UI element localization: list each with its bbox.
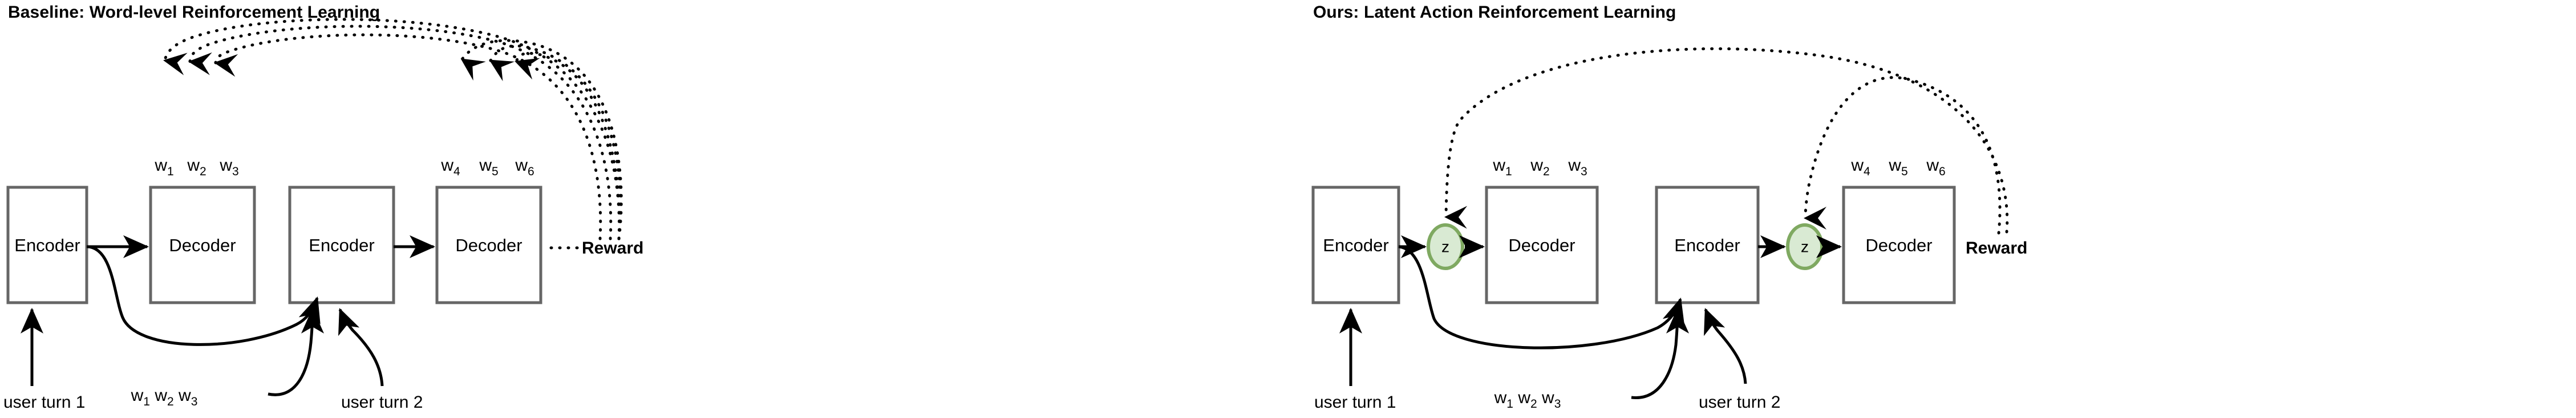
word-w2-sub: 2 (1530, 397, 1537, 411)
word-w1: w (131, 386, 144, 405)
svg-text:w3: w3 (1568, 156, 1587, 178)
out-word-w3-sub: 3 (1581, 165, 1587, 178)
out-word-w2-sub: 2 (1543, 165, 1550, 178)
block-encoder-2: Encoder (1655, 186, 1760, 304)
svg-text:w2: w2 (187, 156, 206, 178)
panel-baseline: Baseline: Word-level Reinforcement Learn… (3, 3, 643, 412)
out-word-w6: w (515, 156, 528, 175)
svg-text:w1: w1 (1492, 156, 1512, 178)
out-word-w5: w (479, 156, 492, 175)
feedback-words-turn1: w1 w2 w3 (1494, 388, 1561, 411)
out-word-w6-sub: 6 (528, 165, 534, 178)
block-label: Decoder (455, 235, 522, 255)
out-word-w2-sub: 2 (200, 165, 206, 178)
block-latent-1: z (1427, 223, 1464, 270)
svg-text:w1 w2 w3: w1 w2 w3 (1494, 388, 1561, 411)
arrow-state-encoder1-to-encoder2 (1398, 245, 1685, 349)
word-w2-sub: 2 (167, 395, 174, 408)
latent-label: z (1801, 238, 1809, 255)
block-encoder-1: Encoder (1311, 186, 1400, 304)
block-encoder-2: Encoder (288, 186, 395, 304)
output-words-turn2: w4 w5 w6 (1850, 156, 1945, 178)
latent-label: z (1441, 238, 1449, 255)
svg-text:w2: w2 (1530, 156, 1549, 178)
dotted-reward-to-latent1 (1444, 47, 2009, 234)
out-word-w5-sub: 5 (492, 165, 499, 178)
out-word-w1-sub: 1 (1505, 165, 1512, 178)
block-label: Decoder (1508, 235, 1575, 255)
svg-text:w1 w2 w3: w1 w2 w3 (131, 386, 198, 408)
feedback-words-turn1: w1 w2 w3 (131, 386, 198, 408)
input-label-user-turn-1: user turn 1 (3, 393, 85, 412)
word-w1: w (1494, 388, 1507, 407)
word-w3: w (1541, 388, 1554, 407)
out-word-w3: w (219, 156, 232, 175)
out-word-w4-sub: 4 (453, 165, 460, 178)
block-decoder-2: Decoder (1842, 186, 1956, 304)
ours-diagram-svg: Encoder z Decoder Encoder z Decoder (1311, 47, 2027, 412)
out-word-w3-sub: 3 (232, 165, 239, 178)
svg-text:w5: w5 (1888, 156, 1907, 178)
block-label: Decoder (1865, 235, 1932, 255)
word-w1-sub: 1 (143, 395, 150, 408)
word-w3-sub: 3 (1554, 397, 1561, 411)
panel-title-ours: Ours: Latent Action Reinforcement Learni… (1313, 3, 1676, 22)
dotted-reward-to-w5 (489, 45, 622, 240)
arrow-words-to-encoder2 (1631, 307, 1689, 399)
reward-label: Reward (1966, 239, 2027, 258)
svg-text:w6: w6 (515, 156, 534, 178)
out-word-w1: w (1492, 156, 1505, 175)
block-encoder-1: Encoder (6, 186, 88, 304)
svg-text:w6: w6 (1926, 156, 1945, 178)
input-label-user-turn-1: user turn 1 (1314, 393, 1396, 412)
word-w2: w (154, 386, 167, 405)
out-word-w4-sub: 4 (1864, 165, 1870, 178)
arrow-userturn2-to-encoder2 (1704, 308, 1747, 384)
block-label: Encoder (1674, 235, 1740, 255)
arrow-words-to-encoder2 (268, 307, 324, 396)
out-word-w4: w (440, 156, 453, 175)
word-w1-sub: 1 (1506, 397, 1513, 411)
word-w2: w (1517, 388, 1530, 407)
out-word-w5: w (1888, 156, 1901, 175)
block-label: Encoder (1323, 235, 1388, 255)
dotted-reward-to-w3 (214, 33, 602, 240)
baseline-diagram-svg: Encoder Decoder Encoder Decoder user tur… (3, 18, 643, 412)
word-w3-sub: 3 (191, 395, 198, 408)
block-decoder-1: Decoder (149, 186, 256, 304)
input-label-user-turn-2: user turn 2 (341, 393, 423, 412)
svg-text:w5: w5 (479, 156, 498, 178)
out-word-w1: w (154, 156, 167, 175)
out-word-w1-sub: 1 (167, 165, 174, 178)
block-label: Decoder (169, 235, 236, 255)
dotted-reward-to-w4 (460, 39, 623, 240)
out-word-w6: w (1926, 156, 1939, 175)
output-words-turn2: w4 w5 w6 (440, 156, 534, 178)
out-word-w2: w (187, 156, 200, 175)
block-decoder-2: Decoder (435, 186, 542, 304)
block-label: Encoder (309, 235, 374, 255)
block-label: Encoder (14, 235, 80, 255)
svg-text:w4: w4 (440, 156, 460, 178)
output-words-turn1: w1 w2 w3 (154, 156, 238, 178)
out-word-w2: w (1530, 156, 1543, 175)
arrow-userturn2-to-encoder2 (338, 308, 384, 387)
out-word-w4: w (1850, 156, 1864, 175)
svg-text:w3: w3 (219, 156, 238, 178)
out-word-w6-sub: 6 (1939, 165, 1946, 178)
out-word-w3: w (1568, 156, 1581, 175)
output-words-turn1: w1 w2 w3 (1492, 156, 1587, 178)
svg-text:w1: w1 (154, 156, 173, 178)
dotted-reward-to-w6 (515, 51, 621, 240)
block-latent-2: z (1786, 223, 1824, 270)
out-word-w5-sub: 5 (1901, 165, 1908, 178)
word-w3: w (178, 386, 191, 405)
input-label-user-turn-2: user turn 2 (1699, 393, 1780, 412)
reward-label: Reward (582, 239, 643, 258)
svg-text:w4: w4 (1850, 156, 1870, 178)
panel-ours: Ours: Latent Action Reinforcement Learni… (1289, 0, 2576, 418)
block-decoder-1: Decoder (1485, 186, 1599, 304)
